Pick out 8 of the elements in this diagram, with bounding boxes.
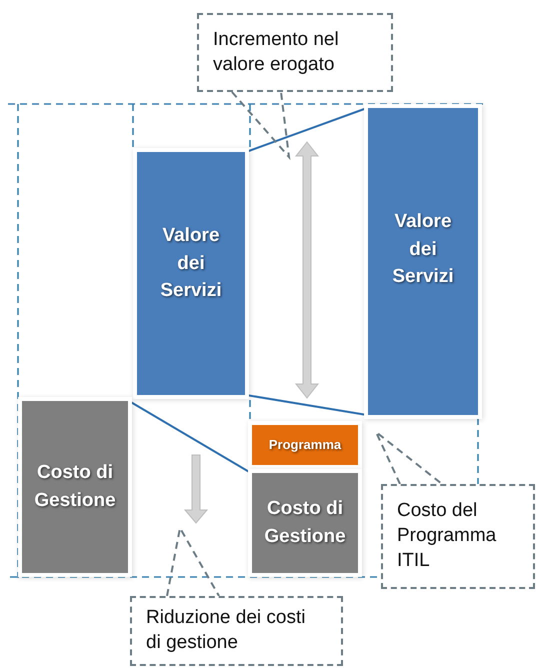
bar-segment: Valore dei Servizi <box>368 108 478 415</box>
bar-segment: Costo di Gestione <box>22 401 128 573</box>
bar-segment: Programma <box>252 425 358 465</box>
callout-box: Incremento nel valore erogato <box>197 13 393 92</box>
callout-box: Costo del Programma ITIL <box>381 484 535 589</box>
bar-segment: Valore dei Servizi <box>137 152 245 395</box>
bar-segment: Costo di Gestione <box>252 473 358 573</box>
callout-box: Riduzione dei costi di gestione <box>130 596 343 666</box>
